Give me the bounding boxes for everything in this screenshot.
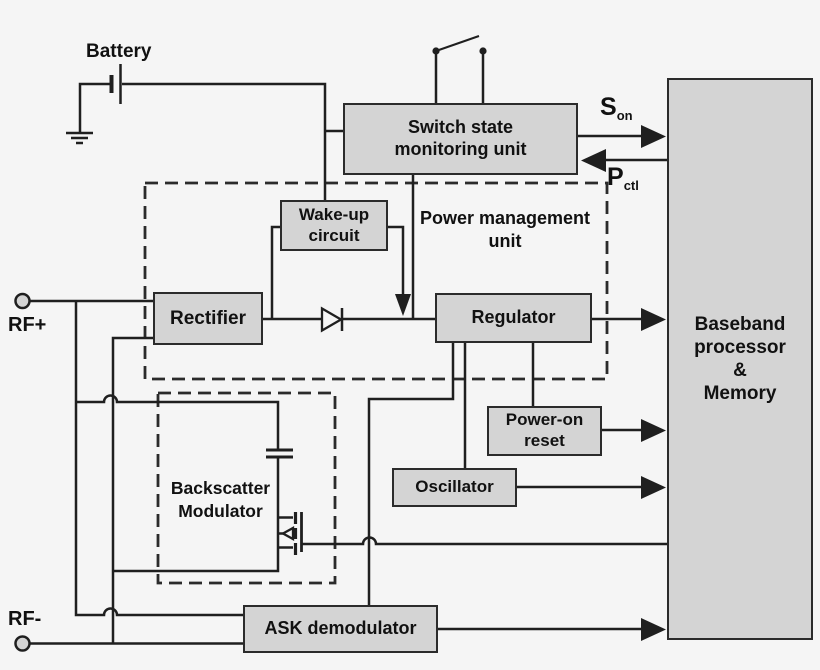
block-label: monitoring unit xyxy=(394,139,527,159)
rectifier-block: Rectifier xyxy=(153,292,263,345)
backscatter-source-wire xyxy=(113,457,280,573)
battery-ground-wire xyxy=(78,82,110,133)
block-label: ASK demodulator xyxy=(264,618,417,639)
p-ctl-arrow xyxy=(581,149,606,172)
regulator-arrow xyxy=(641,308,666,331)
wake-up-circuit-block: Wake-up circuit xyxy=(280,200,388,251)
s-on-arrow xyxy=(641,125,666,148)
wakeup-left-wire xyxy=(270,225,280,319)
backscatter-modulator-outline xyxy=(156,391,337,585)
rf-plus-to-backscatter-wire xyxy=(76,394,280,449)
battery-icon xyxy=(109,64,122,104)
block-label: Switch state xyxy=(407,117,514,138)
rf-plus-to-ask-wire xyxy=(74,301,243,617)
switch-state-monitoring-unit-block: Switch state monitoring unit xyxy=(343,103,578,175)
block-label: Oscillator xyxy=(415,477,494,497)
regulator-to-ask-wire xyxy=(367,343,455,605)
block-label: processor xyxy=(694,336,786,358)
wakeup-right-wire xyxy=(388,225,405,297)
baseband-to-gate-wire xyxy=(302,536,667,546)
por-arrow xyxy=(641,419,666,442)
ask-arrow xyxy=(641,618,666,641)
p-ctl-label: Pctl xyxy=(607,163,639,193)
power-management-unit-outline xyxy=(143,181,609,381)
oscillator-block: Oscillator xyxy=(392,468,517,507)
rf-plus-terminal xyxy=(14,292,31,310)
block-label: Rectifier xyxy=(169,307,247,329)
rectifier-return-wire xyxy=(111,336,153,644)
rf-minus-terminal xyxy=(14,635,31,652)
oscillator-arrow xyxy=(641,476,666,499)
s-on-label: Son xyxy=(600,93,633,123)
block-label: Wake-up xyxy=(298,204,370,224)
diode-icon xyxy=(320,306,344,333)
baseband-processor-memory-block: Baseband processor & Memory xyxy=(667,78,813,640)
battery-label: Battery xyxy=(86,41,152,62)
ask-demodulator-block: ASK demodulator xyxy=(243,605,438,653)
ground-icon xyxy=(66,131,93,145)
backscatter-modulator-label: Backscatter Modulator xyxy=(170,478,271,521)
block-label: Memory xyxy=(703,383,777,405)
rf-plus-label: RF+ xyxy=(8,314,47,336)
block-label: Regulator xyxy=(471,307,556,328)
wakeup-down-arrow xyxy=(395,294,411,316)
battery-supply-wire xyxy=(122,82,327,200)
regulator-block: Regulator xyxy=(435,293,592,343)
block-label: & xyxy=(733,360,747,381)
power-on-reset-block: Power-on reset xyxy=(487,406,602,456)
rf-minus-label: RF- xyxy=(8,608,42,630)
block-label: Baseband xyxy=(694,313,786,335)
capacitor-icon xyxy=(266,448,293,459)
block-label: Power-on xyxy=(505,410,584,430)
mosfet-icon xyxy=(278,512,303,555)
power-management-unit-label: Power management unit xyxy=(419,208,591,252)
block-label: circuit xyxy=(308,225,360,245)
switch-icon xyxy=(432,35,487,103)
block-label: reset xyxy=(524,431,565,450)
